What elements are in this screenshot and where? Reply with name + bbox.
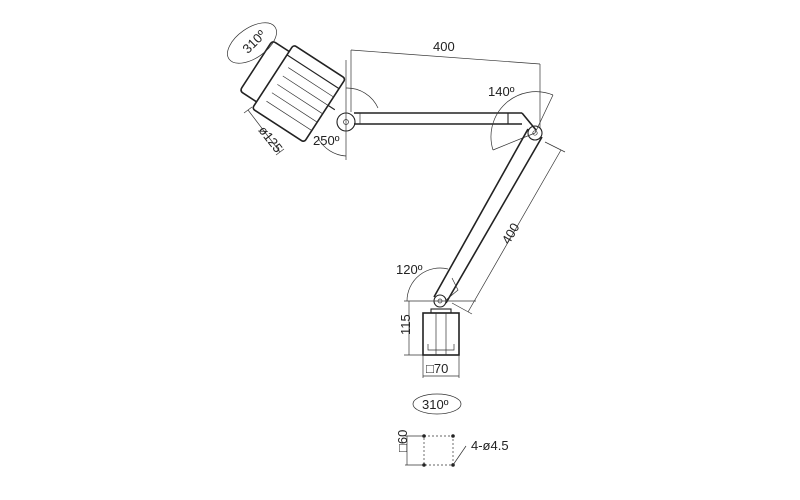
mounting-plan: □60 4-ø4.5 (395, 430, 509, 467)
head-rotation-annotation: 310º (227, 22, 277, 64)
lower-arm (433, 128, 543, 304)
lamp-base (422, 308, 460, 356)
base-joint-angle-annotation: 120º (396, 262, 476, 302)
lower-arm-length-label: 400 (499, 220, 523, 246)
base-rotation-annotation: 310º (412, 393, 462, 415)
base-height-annotation: 115 (398, 301, 423, 356)
head-tilt-annotation: 250º (313, 60, 379, 160)
base-height-label: 115 (398, 314, 413, 335)
upper-arm (354, 112, 537, 131)
lower-arm-length-annotation: 400 (451, 141, 566, 315)
base-rotation-label: 310º (422, 397, 449, 412)
mount-holes-label: 4-ø4.5 (471, 438, 509, 453)
base-joint-angle-label: 120º (396, 262, 423, 277)
elbow-angle-annotation: 140º (488, 84, 554, 151)
head-diameter-annotation: ø125 (243, 106, 286, 155)
base-width-label: □70 (426, 361, 448, 376)
head-tilt-label: 250º (313, 133, 340, 148)
elbow-joint (527, 125, 543, 141)
base-width-annotation: □70 (422, 355, 460, 378)
elbow-joint-pin (532, 130, 538, 136)
upper-arm-length-label: 400 (433, 39, 455, 54)
lamp-head (240, 41, 346, 142)
upper-arm-length-annotation: 400 (350, 39, 541, 128)
elbow-angle-label: 140º (488, 84, 515, 99)
mount-square-label: □60 (395, 430, 410, 452)
